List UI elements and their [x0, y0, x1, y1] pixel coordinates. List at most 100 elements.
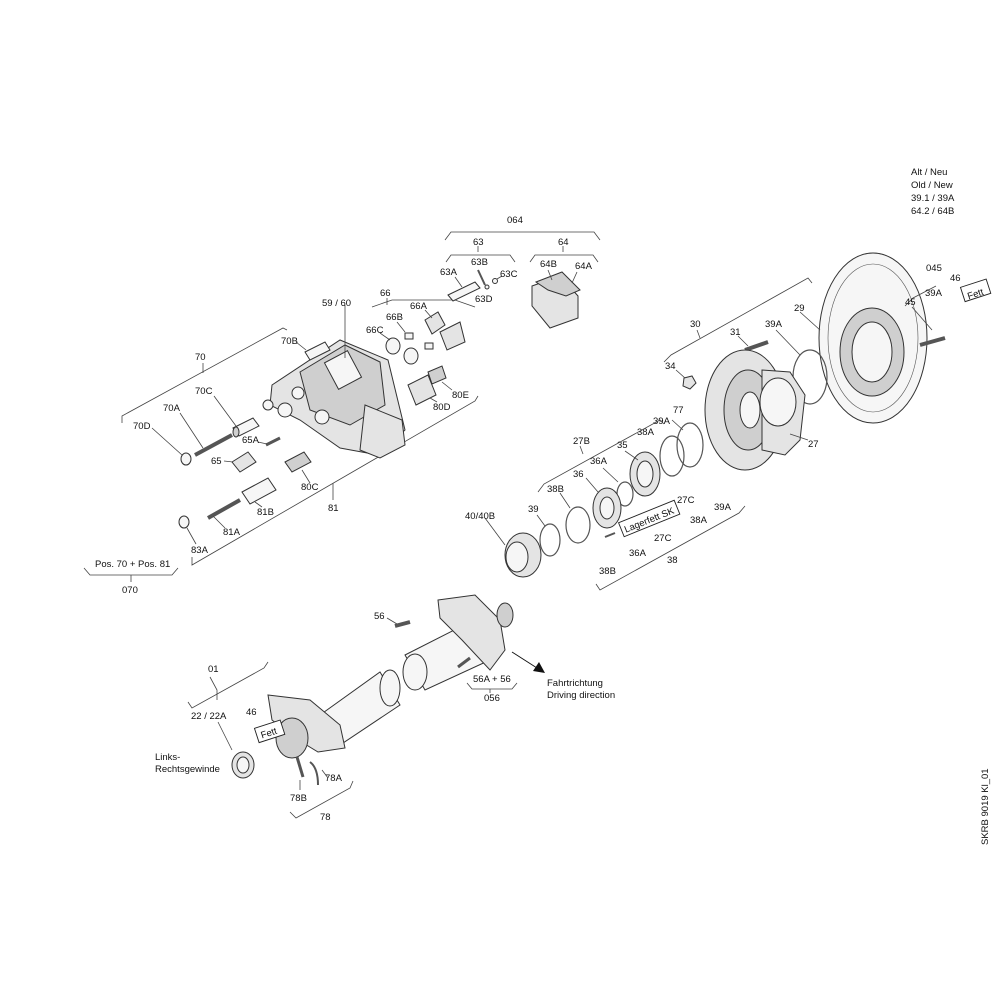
label-70d: 70D	[133, 421, 151, 432]
leader-65a	[257, 441, 268, 445]
nut-34	[682, 375, 697, 390]
label-80e: 80E	[452, 390, 469, 401]
legend-line-2: Old / New	[911, 180, 953, 191]
leader-39-mid	[536, 514, 546, 527]
caliper-port-1	[277, 402, 293, 418]
direction-arrow-head	[533, 662, 545, 673]
label-38a-mid: 38A	[637, 427, 655, 438]
bracket-78	[289, 780, 354, 819]
bracket-01	[187, 661, 269, 709]
leader-45	[911, 306, 933, 331]
caliper-group: 59 / 60 70B 70 70C 70A 70D 65A 65 80C	[83, 288, 479, 596]
label-36a-r: 36A	[629, 548, 647, 559]
washer-70d	[180, 452, 192, 466]
label-63d: 63D	[475, 294, 493, 305]
label-66: 66	[380, 288, 391, 299]
label-38b-mid: 38B	[547, 484, 564, 495]
legend-line-1: Alt / Neu	[911, 167, 947, 178]
leader-80c	[301, 469, 311, 484]
leader-70b	[295, 341, 307, 351]
label-38a-r: 38A	[690, 515, 708, 526]
label-22-22a: 22 / 22A	[191, 711, 227, 722]
bracket-81	[191, 395, 479, 566]
axle-flange-upper	[437, 594, 506, 671]
leader-39a-top	[775, 329, 801, 356]
label-70b: 70B	[281, 336, 298, 347]
box-fett-top	[959, 278, 992, 303]
label-38: 38	[667, 555, 678, 566]
stem-01	[209, 676, 218, 700]
label-30: 30	[690, 319, 701, 330]
caliper-port-4	[262, 399, 274, 411]
cap-65	[231, 451, 257, 473]
label-34: 34	[665, 361, 676, 372]
label-27c-r: 27C	[654, 533, 672, 544]
label-46-top: 46	[950, 273, 961, 284]
label-070: 070	[122, 585, 138, 596]
pin-66b	[404, 332, 414, 340]
label-64a: 64A	[575, 261, 593, 272]
label-36: 36	[573, 469, 584, 480]
label-78a: 78A	[325, 773, 343, 784]
label-78b: 78B	[290, 793, 307, 804]
bolt-56	[394, 620, 411, 628]
leader-64b	[547, 269, 553, 281]
legend-line-3: 39.1 / 39A	[911, 193, 955, 204]
leader-83a	[186, 527, 197, 545]
grease-fitting	[604, 532, 616, 538]
label-66c: 66C	[366, 325, 384, 336]
ring-66c	[385, 337, 401, 355]
bearing-36-inner	[599, 496, 615, 520]
bolt-70a	[194, 433, 233, 457]
note-combo: 56A + 56	[473, 674, 511, 685]
leader-78a	[321, 769, 329, 779]
label-29: 29	[794, 303, 805, 314]
leader-36	[585, 477, 599, 493]
label-46-bot: 46	[246, 707, 257, 718]
leader-65	[223, 460, 234, 463]
ring-38a-mid	[659, 435, 685, 477]
pads-group: 064 63 64 63A 63B 63C 63D 64B 64A	[440, 215, 601, 329]
leader-80d	[429, 397, 438, 403]
leader-63c	[496, 275, 503, 280]
label-81a: 81A	[223, 527, 241, 538]
leader-22-22a	[217, 721, 233, 751]
leader-35	[624, 450, 639, 461]
pin-70b	[304, 341, 331, 361]
drawing-code: SKRB 9019 Kl_01	[980, 768, 991, 845]
pad-64b	[534, 271, 581, 297]
label-81: 81	[328, 503, 339, 514]
pin-66b-2	[424, 342, 434, 350]
leader-38b-mid	[559, 492, 571, 509]
label-63c: 63C	[500, 269, 518, 280]
spring-63a	[447, 281, 481, 302]
bracket-63	[445, 254, 516, 263]
label-056: 056	[484, 693, 500, 704]
bracket-70	[121, 327, 288, 423]
note-fett-top: Fett	[966, 287, 985, 303]
clip-63c	[492, 278, 498, 284]
sleeve-80c	[284, 451, 312, 473]
ring-38b-mid	[565, 506, 591, 544]
label-39a-045: 39A	[925, 288, 943, 299]
direction-line-1: Fahrtrichtung	[547, 678, 603, 689]
pin-63b	[477, 269, 486, 286]
tube-81b	[241, 477, 277, 505]
washer-63d	[484, 284, 490, 290]
label-63: 63	[473, 237, 484, 248]
label-045: 045	[926, 263, 942, 274]
label-63a: 63A	[440, 267, 458, 278]
leader-29	[799, 311, 821, 331]
axle-tube-upper-end	[402, 653, 428, 691]
bracket-66	[371, 299, 476, 308]
boot-66a-2	[439, 321, 466, 351]
legend-old-new: Alt / Neu Old / New 39.1 / 39A 64.2 / 64…	[911, 167, 955, 217]
label-27b: 27B	[573, 436, 590, 447]
label-80c: 80C	[301, 482, 319, 493]
caliper-port-2	[291, 386, 305, 400]
bolt-65a	[265, 436, 281, 447]
label-56: 56	[374, 611, 385, 622]
label-64b: 64B	[540, 259, 557, 270]
label-70c: 70C	[195, 386, 213, 397]
leader-31	[737, 335, 749, 347]
